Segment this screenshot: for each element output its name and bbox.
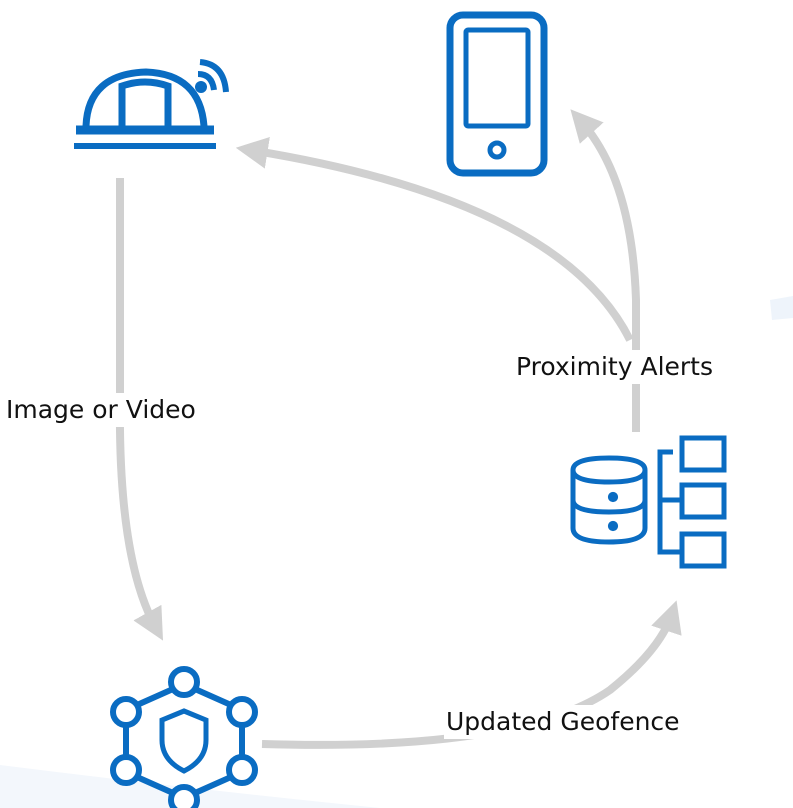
arrow-database-to-phone (570, 109, 640, 432)
background-streak (770, 296, 793, 320)
label-updated-geofence: Updated Geofence (444, 705, 682, 739)
hard-hat-wifi-icon (74, 59, 229, 149)
label-proximity-alerts: Proximity Alerts (514, 350, 716, 384)
background-streak (0, 765, 380, 808)
arrow-alerts-to-camera (235, 137, 634, 342)
database-hierarchy-icon (570, 435, 727, 569)
shield-network-icon (110, 666, 258, 808)
label-image-or-video: Image or Video (4, 393, 198, 427)
smartphone-icon (446, 11, 548, 177)
